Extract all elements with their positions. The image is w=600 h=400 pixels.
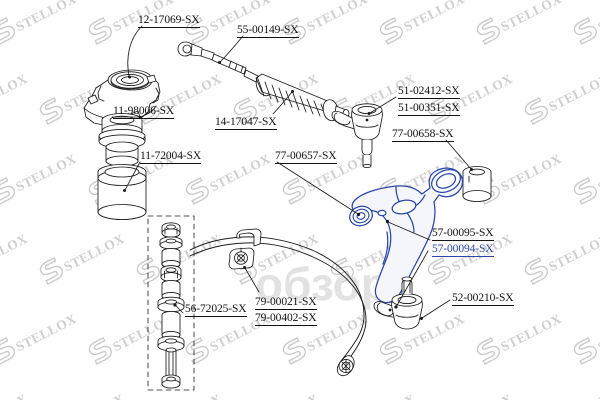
leader-lines [111, 25, 473, 320]
part-bump-stop-boot [97, 164, 147, 220]
part-arm-bushing-rear [462, 166, 492, 202]
part-label-arm-bushing-front: 77-00657-SX [275, 150, 337, 164]
part-stabilizer-bar [189, 236, 367, 377]
part-code-text: 57-00095-SX [432, 227, 494, 241]
part-label-stabilizer-link-kit: 56-72025-SX [185, 303, 247, 317]
part-label-stabilizer-bushing-b: 79-00402-SX [255, 312, 317, 326]
part-code-text: 77-00658-SX [392, 128, 454, 142]
part-code-text: 12-17069-SX [138, 14, 200, 28]
part-label-ball-joint: 52-00210-SX [452, 292, 514, 306]
part-label-control-arm-right: 57-00095-SX [432, 227, 494, 241]
part-code-text: 14-17047-SX [215, 116, 277, 130]
part-code-text: 55-00149-SX [237, 24, 299, 38]
part-label-stabilizer-bushing-a: 79-00021-SX [255, 296, 317, 310]
part-arm-bushing-front [352, 208, 370, 224]
part-inner-tie-rod [177, 41, 259, 83]
svg-text:обзор: обзор [255, 258, 389, 310]
part-label-control-arm-left: 57-00094-SX [432, 243, 494, 257]
part-code-text: 77-00657-SX [275, 150, 337, 164]
part-label-strut-mount: 12-17069-SX [138, 14, 200, 28]
part-code-text: 57-00094-SX [432, 243, 494, 257]
part-code-text: 79-00021-SX [255, 296, 317, 310]
part-label-arm-bushing-rear: 77-00658-SX [392, 128, 454, 142]
part-label-inner-tie-rod: 55-00149-SX [237, 24, 299, 38]
part-label-steering-rack-boot: 14-17047-SX [215, 116, 277, 130]
part-code-text: 52-00210-SX [452, 292, 514, 306]
part-label-outer-tie-rod-end-b: 51-00351-SX [398, 102, 460, 116]
part-strut-mount [83, 69, 161, 127]
part-code-text: 56-72025-SX [185, 303, 247, 317]
part-code-text: 51-00351-SX [398, 102, 460, 116]
part-stabilizer-bushings [228, 228, 262, 270]
part-code-text: 51-02412-SX [398, 85, 460, 99]
part-outer-tie-rod-end [331, 103, 383, 169]
part-code-text: 11-72004-SX [140, 150, 202, 164]
part-label-outer-tie-rod-end-a: 51-02412-SX [398, 85, 460, 99]
part-code-text: 11-98006-SX [113, 105, 175, 119]
part-label-bump-stop-boot: 11-72004-SX [140, 150, 201, 164]
part-stabilizer-link-kit [147, 215, 195, 391]
part-label-strut-bearing: 11-98006-SX [113, 105, 174, 119]
part-code-text: 79-00402-SX [255, 312, 317, 326]
